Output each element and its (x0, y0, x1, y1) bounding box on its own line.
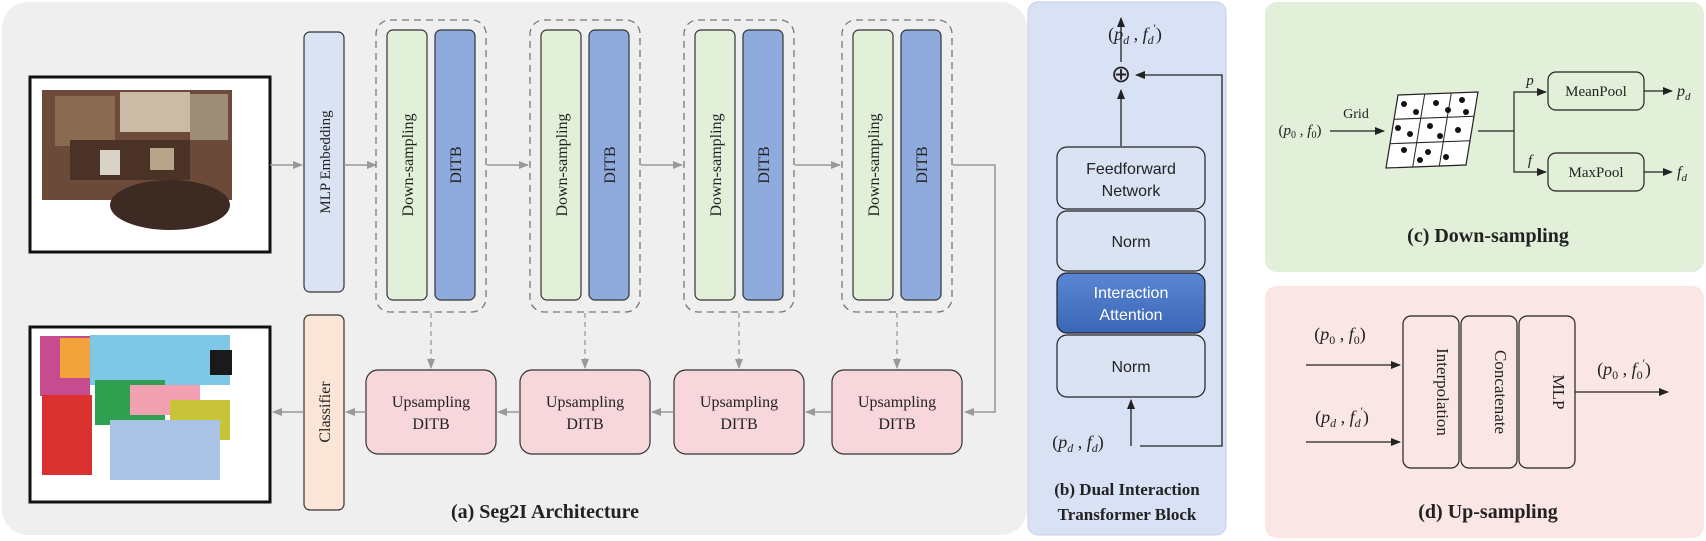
upsampling-label: Upsampling (546, 394, 624, 411)
stage-dashed-border (841, 19, 953, 313)
encoder-stage-2: Down-sampling DITB (529, 19, 641, 313)
interpolation-label: Interpolation (1433, 348, 1452, 436)
mlp-embedding-label: MLP Embedding (318, 110, 334, 214)
ditb-block (588, 29, 630, 301)
input-point-cloud-image (28, 75, 272, 254)
down-sampling-label: Down-sampling (866, 113, 883, 216)
upsampling-block (673, 369, 805, 455)
upsampling-ditb-3: Upsampling DITB (673, 369, 805, 455)
concatenate-block (1460, 315, 1518, 469)
attn-line1: Interaction (1094, 285, 1169, 302)
mlp-embedding-block (303, 31, 345, 293)
stage-dashed-border (529, 19, 641, 313)
ditb-label: DITB (756, 146, 773, 183)
upsampling-block (831, 369, 963, 455)
classifier-label: Classifier (317, 381, 334, 443)
panel-a-caption: (a) Seg2I Architecture (451, 501, 639, 523)
upsampling-ditb-label: DITB (720, 416, 757, 433)
encoder-stage-1: Down-sampling DITB (375, 19, 487, 313)
ditb-label: DITB (602, 146, 619, 183)
upsampling-ditb-2: Upsampling DITB (519, 369, 651, 455)
ditb-label: DITB (448, 146, 465, 183)
residual-connection (1135, 71, 1223, 447)
upsampling-ditb-label: DITB (566, 416, 603, 433)
panel-up-sampling: (p0 , f0) (pd , fd') Interpolation Conca… (1265, 286, 1704, 538)
input-pd-fd-label: (pd , fd) (1052, 432, 1104, 455)
concatenate-label: Concatenate (1491, 350, 1510, 434)
down-sampling-block (852, 29, 894, 301)
panel-b-caption-line2: Transformer Block (1058, 505, 1197, 524)
output-fd-label: fd (1677, 164, 1687, 184)
ditb-label: DITB (914, 146, 931, 183)
grid-label: Grid (1343, 107, 1369, 122)
stage-dashed-border (683, 19, 795, 313)
ffn-line2: Network (1102, 183, 1162, 200)
panel-down-sampling: (p0 , f0) Grid (1265, 2, 1704, 272)
upsampling-ditb-4: Upsampling DITB (831, 369, 963, 455)
stage-dashed-border (375, 19, 487, 313)
norm-block-top (1056, 210, 1206, 272)
voxel-grid (1385, 91, 1479, 169)
ditb-block (900, 29, 942, 301)
upsampling-ditb-label: DITB (878, 416, 915, 433)
down-sampling-label: Down-sampling (554, 113, 571, 216)
upsampling-label: Upsampling (700, 394, 778, 411)
panel-dual-interaction-transformer-block: (pd , fd') ⊕ Feedforward Network Norm In… (1027, 1, 1227, 536)
maxpool-label: MaxPool (1568, 165, 1623, 181)
panel-d-caption: (d) Up-sampling (1418, 501, 1557, 523)
down-sampling-block (540, 29, 582, 301)
attn-line2: Attention (1099, 307, 1162, 324)
residual-add-symbol: ⊕ (1111, 61, 1131, 88)
branch-to-maxpool (1513, 131, 1547, 176)
upsampling-ditb-1: Upsampling DITB (365, 369, 497, 455)
arrow-stage4-to-upsampling (953, 164, 996, 416)
p-branch-label: p (1525, 73, 1534, 89)
meanpool-label: MeanPool (1565, 84, 1627, 100)
upsampling-ditb-label: DITB (412, 416, 449, 433)
f-branch-label: f (1528, 153, 1534, 169)
panel-b-caption-line1: (b) Dual Interaction (1054, 480, 1200, 499)
upsampling-block (519, 369, 651, 455)
down-sampling-block (694, 29, 736, 301)
output-segmentation-image (28, 325, 272, 504)
ditb-block (742, 29, 784, 301)
input-pd-fd-prime-label: (pd , fd') (1315, 404, 1369, 430)
panel-seg2i-architecture: MLP Embedding Classifier Down-sampling D… (2, 2, 1027, 535)
interaction-attention-block (1056, 272, 1206, 334)
upsampling-label: Upsampling (392, 394, 470, 411)
output-p0-f0-prime-label: (p0 , f0') (1597, 356, 1651, 382)
down-sampling-block (386, 29, 428, 301)
panel-c-background (1265, 2, 1704, 272)
norm-top-label: Norm (1111, 234, 1150, 251)
mlp-label: MLP (1549, 375, 1568, 410)
interpolation-block (1402, 315, 1460, 469)
norm-block-bottom (1056, 334, 1206, 398)
upsampling-block (365, 369, 497, 455)
feedforward-network-block (1056, 146, 1206, 210)
encoder-stage-4: Down-sampling DITB (841, 19, 953, 313)
down-sampling-label: Down-sampling (708, 113, 725, 216)
input-p0-f0-label: (p0 , f0) (1314, 324, 1366, 347)
upsampling-label: Upsampling (858, 394, 936, 411)
ffn-line1: Feedforward (1086, 161, 1176, 178)
down-sampling-label: Down-sampling (400, 113, 417, 216)
input-p0-f0-label: (p0 , f0) (1279, 123, 1322, 141)
ditb-block (434, 29, 476, 301)
panel-c-caption: (c) Down-sampling (1407, 225, 1569, 247)
norm-bottom-label: Norm (1111, 359, 1150, 376)
encoder-stage-3: Down-sampling DITB (683, 19, 795, 313)
branch-to-meanpool (1513, 88, 1547, 131)
